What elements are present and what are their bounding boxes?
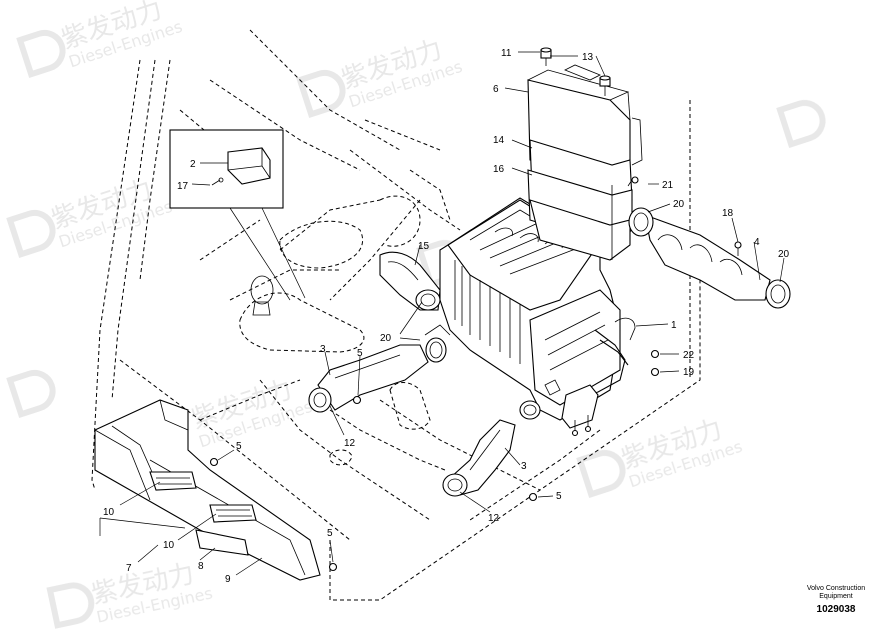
- inset-detail-box: [169, 129, 306, 301]
- credit-line-1: Volvo Construction: [807, 585, 865, 592]
- watermark-logo-icon: [16, 29, 66, 79]
- hose-15: [379, 251, 441, 311]
- callout-1: 1: [671, 320, 677, 331]
- callout-18: 18: [722, 208, 734, 219]
- hvac-unit: [424, 197, 636, 437]
- callout-12-lower: 12: [488, 513, 500, 524]
- callout-3-lower: 3: [521, 461, 527, 472]
- callout-17: 17: [177, 181, 189, 192]
- watermark-layer: 紫发动力 Diesel-Engines 紫发动力 Diesel-Engines …: [6, 0, 826, 629]
- air-duct-stack: [527, 47, 643, 261]
- watermark-logo-icon: [6, 209, 56, 259]
- callout-3-upper: 3: [320, 344, 326, 355]
- bolts: [209, 349, 660, 572]
- callout-20-top: 20: [673, 199, 685, 210]
- credit-block: Volvo Construction Equipment 1029038: [807, 585, 865, 615]
- callout-9: 9: [225, 574, 231, 585]
- hose-3-lower: [329, 409, 516, 497]
- callout-4: 4: [754, 237, 760, 248]
- floor-panels: [94, 399, 321, 581]
- callout-10-left: 10: [103, 507, 115, 518]
- callout-7: 7: [126, 563, 132, 574]
- callout-20-left: 20: [380, 333, 392, 344]
- watermark-logo-icon: [6, 369, 56, 419]
- callout-13: 13: [582, 52, 594, 63]
- callout-22: 22: [683, 350, 695, 361]
- hose-3-upper: [308, 344, 429, 413]
- watermark-logo-icon: [296, 69, 346, 119]
- leader-lines: [99, 51, 785, 576]
- callout-5-left: 5: [236, 441, 242, 452]
- callout-2: 2: [190, 159, 196, 170]
- credit-line-2: Equipment: [819, 593, 853, 600]
- callout-10-right: 10: [163, 540, 175, 551]
- callout-12-upper: 12: [344, 438, 356, 449]
- callout-labels: 11 13 6 14 16 21 20 18 4 20 1 22 19 15 2…: [103, 48, 790, 585]
- callout-20-right: 20: [778, 249, 790, 260]
- callout-21: 21: [662, 180, 674, 191]
- callout-14: 14: [493, 135, 505, 146]
- callout-6: 6: [493, 84, 499, 95]
- callout-16: 16: [493, 164, 505, 175]
- callout-19: 19: [683, 367, 695, 378]
- watermark-logo-icon: [576, 449, 626, 499]
- callout-8: 8: [198, 561, 204, 572]
- seat-area: [239, 195, 431, 466]
- callout-15: 15: [418, 241, 430, 252]
- hose-4: [628, 207, 791, 309]
- callout-5-mid: 5: [357, 348, 363, 359]
- callout-11: 11: [501, 48, 512, 59]
- callout-5-bottom: 5: [327, 528, 333, 539]
- document-number: 1029038: [817, 604, 856, 615]
- callout-5-right: 5: [556, 491, 562, 502]
- watermark-logo-icon: [776, 99, 826, 149]
- watermark-logo-icon: [46, 582, 95, 629]
